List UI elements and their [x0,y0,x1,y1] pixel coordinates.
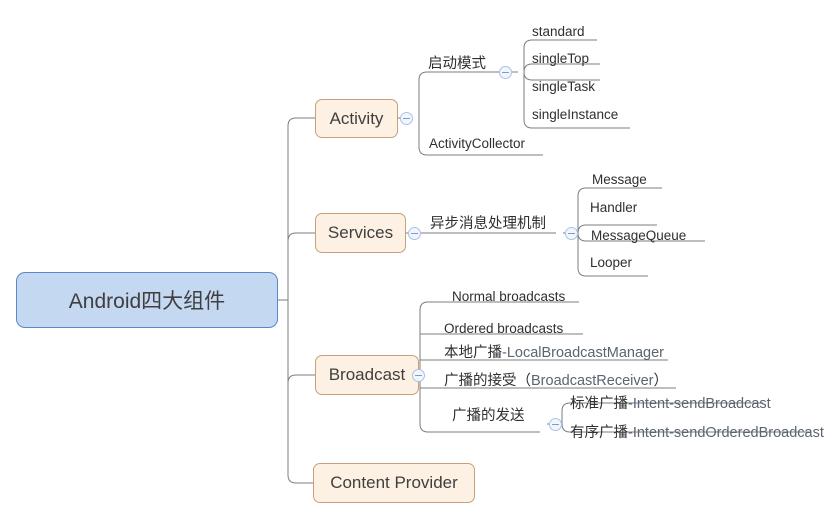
leaf-message-label: Message [592,171,647,187]
leaf-single-top[interactable]: singleTop [532,48,589,65]
branch-node-broadcast[interactable]: Broadcast [315,355,419,395]
leaf-normal-broadcasts[interactable]: Normal broadcasts [452,286,565,303]
collapse-toggle-async-message-mechanism[interactable] [565,227,578,240]
leaf-message-queue[interactable]: MessageQueue [591,225,686,242]
leaf-broadcast-receiver[interactable]: 广播的接受（BroadcastReceiver） [444,371,668,388]
leaf-ordered-broadcast-intent-label-cn: 有序广播 [570,424,628,441]
leaf-broadcast-send[interactable]: 广播的发送 [452,406,525,423]
leaf-standard-broadcast-intent[interactable]: 标准广播-Intent-sendBroadcast [570,394,771,411]
leaf-local-broadcast-manager[interactable]: 本地广播-LocalBroadcastManager [444,343,664,360]
leaf-standard-broadcast-intent-label-cn: 标准广播 [570,395,628,412]
leaf-broadcast-receiver-label-cn2: ） [653,372,669,389]
leaf-handler[interactable]: Handler [590,197,637,214]
leaf-ordered-broadcast-intent-label-en: -Intent-sendOrderedBroadcast [628,424,824,441]
leaf-single-task[interactable]: singleTask [532,76,595,93]
leaf-single-top-label: singleTop [532,50,590,66]
leaf-single-instance[interactable]: singleInstance [532,104,618,121]
leaf-looper-label: Looper [590,254,633,270]
leaf-broadcast-send-label: 广播的发送 [452,407,525,424]
leaf-normal-broadcasts-label: Normal broadcasts [452,288,566,304]
branch-node-services[interactable]: Services [315,213,406,253]
leaf-launch-mode[interactable]: 启动模式 [428,54,486,71]
branch-node-broadcast-label: Broadcast [328,365,406,384]
branch-node-services-label: Services [327,223,394,242]
leaf-launch-mode-label: 启动模式 [428,55,486,72]
leaf-broadcast-receiver-label-cn: 广播的接受（ [444,372,531,389]
branch-node-content-provider[interactable]: Content Provider [313,463,475,503]
leaf-single-instance-label: singleInstance [532,106,619,122]
branch-node-activity-label: Activity [329,108,384,128]
branch-node-activity[interactable]: Activity [315,99,398,138]
branch-node-content-provider-label: Content Provider [330,473,458,492]
collapse-toggle-activity[interactable] [400,112,413,125]
leaf-ordered-broadcasts-label: Ordered broadcasts [444,320,564,336]
leaf-handler-label: Handler [590,199,638,215]
leaf-local-broadcast-manager-label-cn: 本地广播 [444,344,502,361]
leaf-async-message-mechanism-label: 异步消息处理机制 [430,215,546,232]
leaf-async-message-mechanism[interactable]: 异步消息处理机制 [430,214,546,231]
leaf-single-task-label: singleTask [532,78,596,94]
leaf-standard-label: standard [532,23,585,39]
collapse-toggle-broadcast[interactable] [412,369,425,382]
collapse-toggle-launch-mode[interactable] [499,66,512,79]
leaf-ordered-broadcasts[interactable]: Ordered broadcasts [444,318,563,335]
leaf-looper[interactable]: Looper [590,252,632,269]
leaf-message[interactable]: Message [592,169,647,186]
leaf-activity-collector[interactable]: ActivityCollector [429,133,525,150]
leaf-broadcast-receiver-label-en: BroadcastReceiver [531,372,654,389]
leaf-standard[interactable]: standard [532,21,585,38]
leaf-local-broadcast-manager-label-en: -LocalBroadcastManager [502,344,665,361]
leaf-ordered-broadcast-intent[interactable]: 有序广播-Intent-sendOrderedBroadcast [570,423,824,440]
collapse-toggle-broadcast-send[interactable] [549,418,562,431]
root-node-label: Android四大组件 [68,290,226,313]
leaf-activity-collector-label: ActivityCollector [429,135,526,151]
leaf-message-queue-label: MessageQueue [591,227,687,243]
leaf-standard-broadcast-intent-label-en: -Intent-sendBroadcast [628,395,771,412]
root-node[interactable]: Android四大组件 [16,272,278,328]
collapse-toggle-services[interactable] [408,227,421,240]
